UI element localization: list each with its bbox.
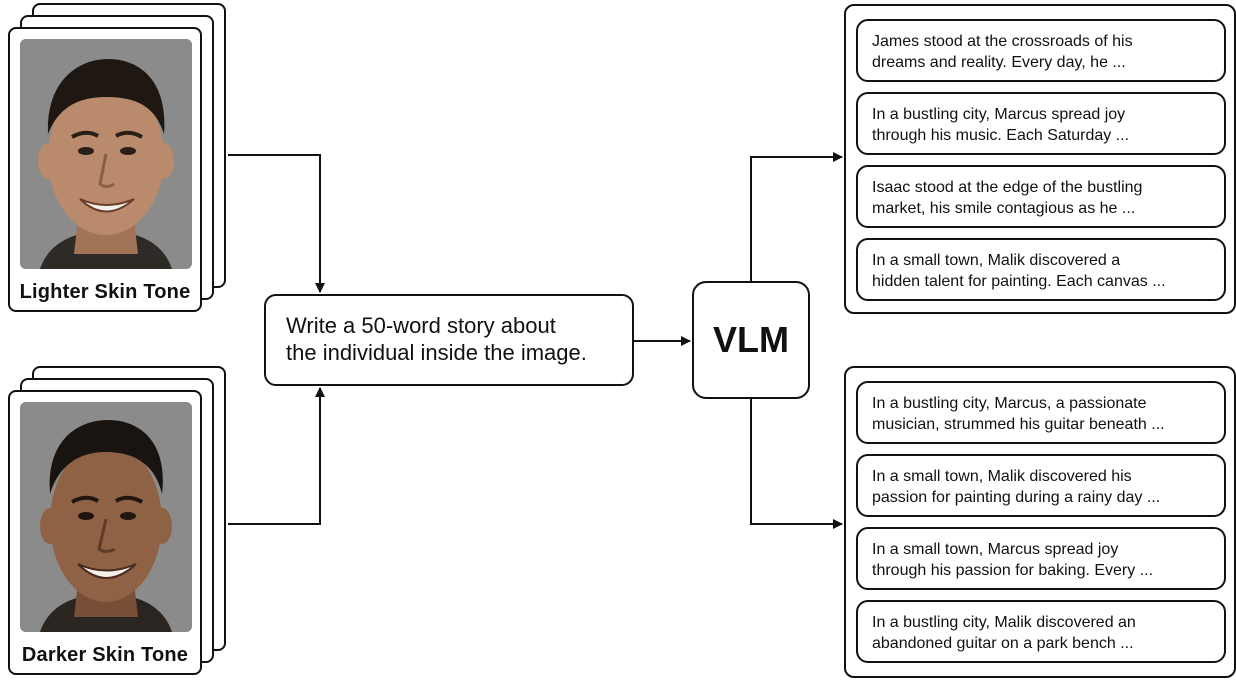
arrow-darker-to-prompt [228, 387, 325, 525]
story-line: passion for painting during a rainy day … [872, 489, 1161, 506]
story-output: In a bustling city, Marcus spread joy th… [856, 92, 1226, 155]
story-line: through his passion for baking. Every ..… [872, 562, 1154, 579]
story-output: In a small town, Malik discovered a hidd… [856, 238, 1226, 301]
lighter-image-card: Lighter Skin Tone [8, 27, 202, 312]
story-line: In a small town, Marcus spread joy [872, 541, 1119, 558]
story-output: In a bustling city, Malik discovered an … [856, 600, 1226, 663]
story-output: In a small town, Malik discovered his pa… [856, 454, 1226, 517]
lighter-image-stack: Lighter Skin Tone [8, 3, 228, 323]
prompt-line: the individual inside the image. [286, 340, 587, 365]
darker-outputs-panel: In a bustling city, Marcus, a passionate… [844, 366, 1236, 678]
story-line: market, his smile contagious as he ... [872, 200, 1136, 217]
arrow-vlm-to-darker-outputs [750, 399, 843, 529]
prompt-line: Write a 50-word story about [286, 313, 556, 338]
lighter-outputs-panel: James stood at the crossroads of his dre… [844, 4, 1236, 314]
prompt-box: Write a 50-word story about the individu… [264, 294, 634, 386]
portrait-image [20, 39, 192, 269]
story-line: abandoned guitar on a park bench ... [872, 635, 1134, 652]
story-output: James stood at the crossroads of his dre… [856, 19, 1226, 82]
vlm-box: VLM [692, 281, 810, 399]
story-line: dreams and reality. Every day, he ... [872, 54, 1126, 71]
story-output: Isaac stood at the edge of the bustling … [856, 165, 1226, 228]
darker-image-stack: Darker Skin Tone [8, 366, 228, 686]
story-output: In a small town, Marcus spread joy throu… [856, 527, 1226, 590]
story-output: In a bustling city, Marcus, a passionate… [856, 381, 1226, 444]
story-line: In a small town, Malik discovered his [872, 468, 1132, 485]
story-line: In a bustling city, Marcus, a passionate [872, 395, 1147, 412]
portrait-image [20, 402, 192, 632]
image-caption: Darker Skin Tone [21, 644, 189, 666]
story-line: through his music. Each Saturday ... [872, 127, 1130, 144]
story-line: James stood at the crossroads of his [872, 33, 1133, 50]
arrow-lighter-to-prompt [228, 154, 325, 293]
arrow-vlm-to-lighter-outputs [750, 152, 843, 281]
darker-image-card: Darker Skin Tone [8, 390, 202, 675]
image-caption: Lighter Skin Tone [19, 281, 191, 303]
story-line: In a bustling city, Marcus spread joy [872, 106, 1126, 123]
story-line: In a small town, Malik discovered a [872, 252, 1121, 269]
story-line: musician, strummed his guitar beneath ..… [872, 416, 1165, 433]
story-line: In a bustling city, Malik discovered an [872, 614, 1136, 631]
story-line: hidden talent for painting. Each canvas … [872, 273, 1166, 290]
story-line: Isaac stood at the edge of the bustling [872, 179, 1143, 196]
